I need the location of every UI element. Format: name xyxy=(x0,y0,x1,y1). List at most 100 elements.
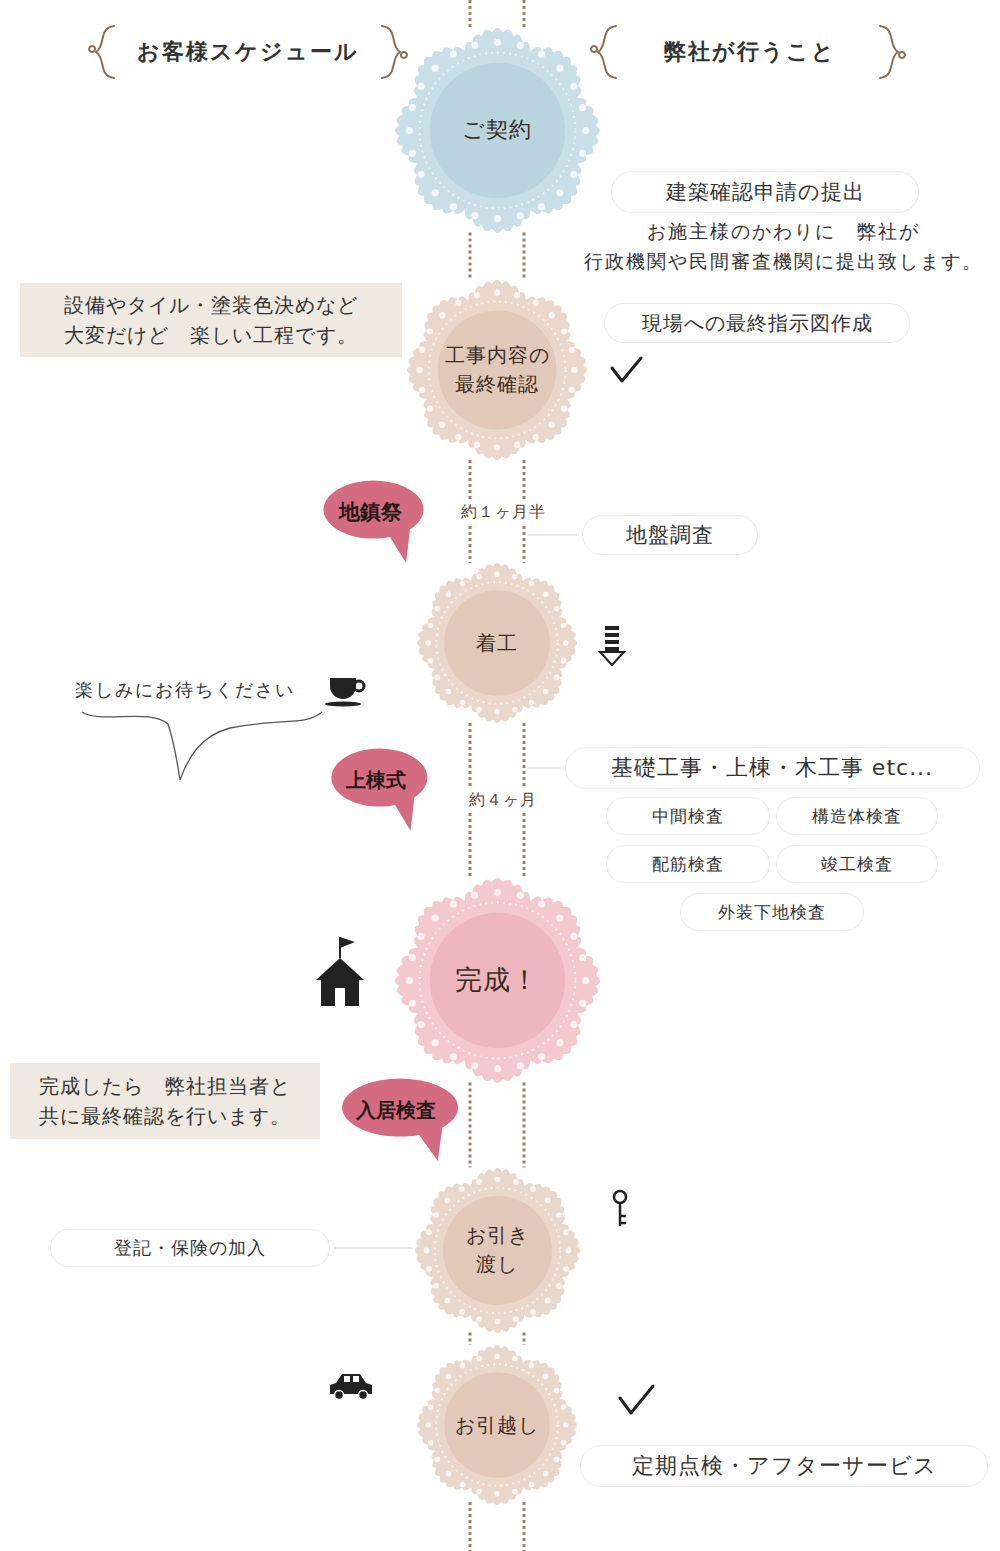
doily-hole xyxy=(408,954,415,961)
spine-line xyxy=(523,1083,526,1168)
doily-hole xyxy=(561,1440,567,1446)
doily-lace xyxy=(434,1187,559,1312)
task-pill: 地盤調査 xyxy=(582,515,758,555)
ceremony-bubble: 地鎮祭 xyxy=(320,483,420,541)
spine-line xyxy=(469,723,472,878)
node-text: 完成したら 弊社担当者と 共に最終確認を行います。 xyxy=(22,1071,308,1131)
doily-hole xyxy=(493,215,500,222)
doily-hole xyxy=(543,1374,549,1380)
doily-hole xyxy=(427,406,433,412)
doily-center xyxy=(444,590,550,696)
doily-hole xyxy=(428,622,434,628)
doily-hole xyxy=(516,212,523,219)
doily-hole xyxy=(460,581,466,587)
leader-line xyxy=(528,534,579,535)
doily-hole xyxy=(417,82,424,89)
doily-hole xyxy=(556,64,563,71)
check-icon xyxy=(612,358,641,381)
doily-hole xyxy=(516,41,523,48)
doily-hole xyxy=(416,367,422,373)
node-text: 設備やタイル・塗装色決めなど 大変だけど 楽しい工程です。 xyxy=(32,290,390,350)
doily-hole xyxy=(446,689,452,695)
milestone-doily: お引越し xyxy=(417,1345,577,1505)
node-text: ご契約 xyxy=(437,114,557,146)
doily-hole xyxy=(449,50,456,57)
doily-hole xyxy=(554,675,560,681)
doily-hole xyxy=(530,1186,536,1192)
doily-hole xyxy=(529,700,535,706)
doily-hole xyxy=(476,1489,482,1495)
doily-hole xyxy=(514,292,520,298)
doily-hole xyxy=(554,1457,560,1463)
doily-hole xyxy=(494,1491,500,1497)
check-icon xyxy=(620,1386,653,1413)
doily-hole xyxy=(471,212,478,219)
bubble-shape xyxy=(338,1081,454,1139)
doily-hole xyxy=(529,581,535,587)
doily-hole xyxy=(529,1482,535,1488)
node-text: 登記・保険の加入 xyxy=(114,1236,266,1260)
doily-hole xyxy=(561,622,567,628)
doily-hole xyxy=(493,888,500,895)
node-text: 基礎工事・上棟・木工事 etc... xyxy=(611,753,933,783)
doily-hole xyxy=(449,1053,456,1060)
column-heading: 弊社が行うこと xyxy=(664,34,836,69)
doily-hole xyxy=(582,976,589,983)
doily-hole xyxy=(439,422,445,428)
doily-hole xyxy=(408,149,415,156)
doily-outline xyxy=(417,563,577,723)
doily-hole xyxy=(543,592,549,598)
spine-line xyxy=(523,723,526,878)
node-text: 上棟式 xyxy=(346,767,406,794)
doily-hole xyxy=(494,1176,500,1182)
doily-hole xyxy=(471,891,478,898)
speech-curve xyxy=(82,712,322,780)
down-arrow-icon xyxy=(600,626,624,665)
doily-hole xyxy=(423,1247,429,1253)
spine-line xyxy=(469,233,472,281)
doily-hole xyxy=(459,1186,465,1192)
timeline-spine xyxy=(470,460,524,563)
doily-lace xyxy=(436,582,558,704)
timeline-spine xyxy=(470,1333,524,1346)
doily-hole xyxy=(476,574,482,580)
column-heading: お客様スケジュール xyxy=(137,34,359,69)
node-text: 定期点検・アフターサービス xyxy=(632,1451,937,1481)
doily-hole xyxy=(516,1062,523,1069)
doily-hole xyxy=(433,1283,439,1289)
doily-hole xyxy=(431,189,438,196)
doily-hole xyxy=(563,1229,569,1235)
doily-center xyxy=(438,311,557,430)
doily-hole xyxy=(446,592,452,598)
doily-outline xyxy=(407,280,587,460)
note-box: 設備やタイル・塗装色決めなど 大変だけど 楽しい工程です。 xyxy=(20,283,402,357)
bubble-outline xyxy=(324,481,424,563)
doily-hole xyxy=(549,312,555,318)
doily-center xyxy=(429,912,564,1047)
doily-hole xyxy=(494,709,500,715)
doily-hole xyxy=(512,1316,518,1322)
doily-hole xyxy=(455,300,461,306)
doily-hole xyxy=(533,434,539,440)
doily-hole xyxy=(565,1247,571,1253)
doily-hole xyxy=(476,1179,482,1185)
spine-line xyxy=(469,1502,472,1551)
doily-hole xyxy=(431,914,438,921)
bubble-shape xyxy=(328,751,424,809)
doily-hole xyxy=(561,1404,567,1410)
task-pill: 中間検査 xyxy=(606,797,770,835)
doily-hole xyxy=(426,1265,432,1271)
doily-hole xyxy=(474,292,480,298)
doily-lace xyxy=(429,302,566,439)
ceremony-bubble: 入居検査 xyxy=(338,1081,454,1139)
doily-hole xyxy=(512,707,518,713)
spine-line xyxy=(469,1333,472,1346)
bracket xyxy=(382,26,400,78)
doily-hole xyxy=(408,999,415,1006)
doily-hole xyxy=(428,658,434,664)
doily-hole xyxy=(449,203,456,210)
node-text: 竣工検査 xyxy=(821,853,893,876)
doily-hole xyxy=(569,387,575,393)
doily-hole xyxy=(419,387,425,393)
